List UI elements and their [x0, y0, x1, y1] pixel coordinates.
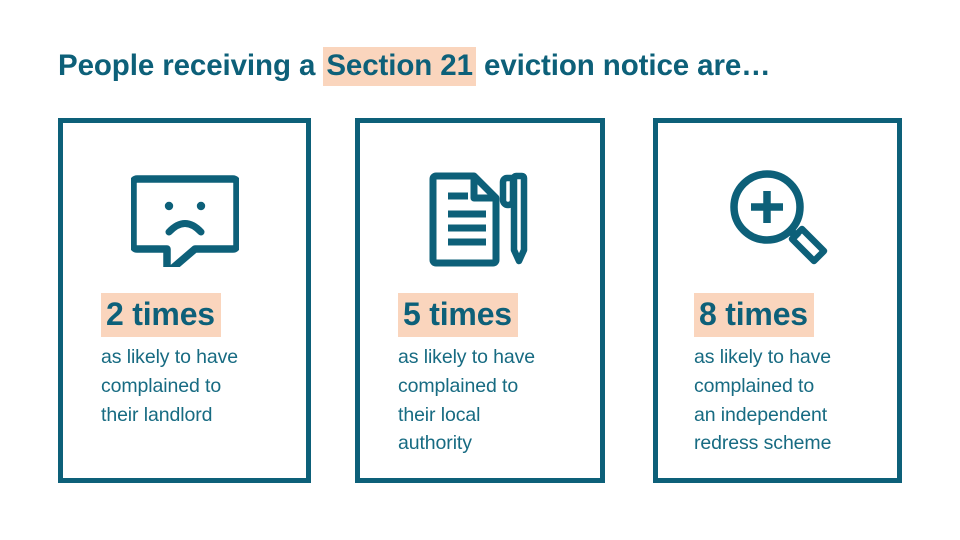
stat-description-line: as likely to have [694, 346, 832, 368]
stat-description-line: complained to [398, 374, 519, 397]
stat-card-local-authority: 5 times as likely to have complained to … [355, 118, 605, 483]
stat-card-redress-scheme: 8 times as likely to have complained to … [653, 118, 902, 483]
stat-description: as likely to have complained to an indep… [694, 343, 887, 458]
title-text-after: eviction notice are… [475, 49, 771, 82]
stat-description-line: redress scheme [694, 432, 832, 455]
magnifying-glass-plus-icon [658, 155, 897, 280]
document-and-pen-icon [360, 155, 600, 280]
title-highlight-section-21: Section 21 [323, 47, 476, 86]
stat-description-line: authority [398, 432, 472, 455]
stat-description-line: complained to [694, 374, 815, 397]
stat-value: 8 times [694, 293, 814, 337]
stat-block: 5 times as likely to have complained to … [398, 293, 590, 458]
stat-description-line: an independent [694, 403, 828, 426]
stat-card-landlord: 2 times as likely to have complained to … [58, 118, 311, 483]
stat-value: 5 times [398, 293, 518, 337]
stat-value: 2 times [101, 293, 221, 337]
speech-bubble-sad-face-icon [63, 155, 306, 280]
stat-description: as likely to have complained to their la… [101, 343, 296, 429]
stat-description-line: complained to [101, 374, 222, 397]
stat-description-line: as likely to have [101, 346, 239, 368]
page-title: People receiving a Section 21 eviction n… [58, 44, 771, 88]
stat-block: 2 times as likely to have complained to … [101, 293, 296, 429]
stat-description: as likely to have complained to their lo… [398, 343, 590, 458]
stat-description-line: their local [398, 403, 481, 426]
stat-description-line: their landlord [101, 403, 213, 426]
title-text-before: People receiving a [58, 49, 324, 82]
stat-block: 8 times as likely to have complained to … [694, 293, 887, 458]
stat-description-line: as likely to have [398, 346, 536, 368]
